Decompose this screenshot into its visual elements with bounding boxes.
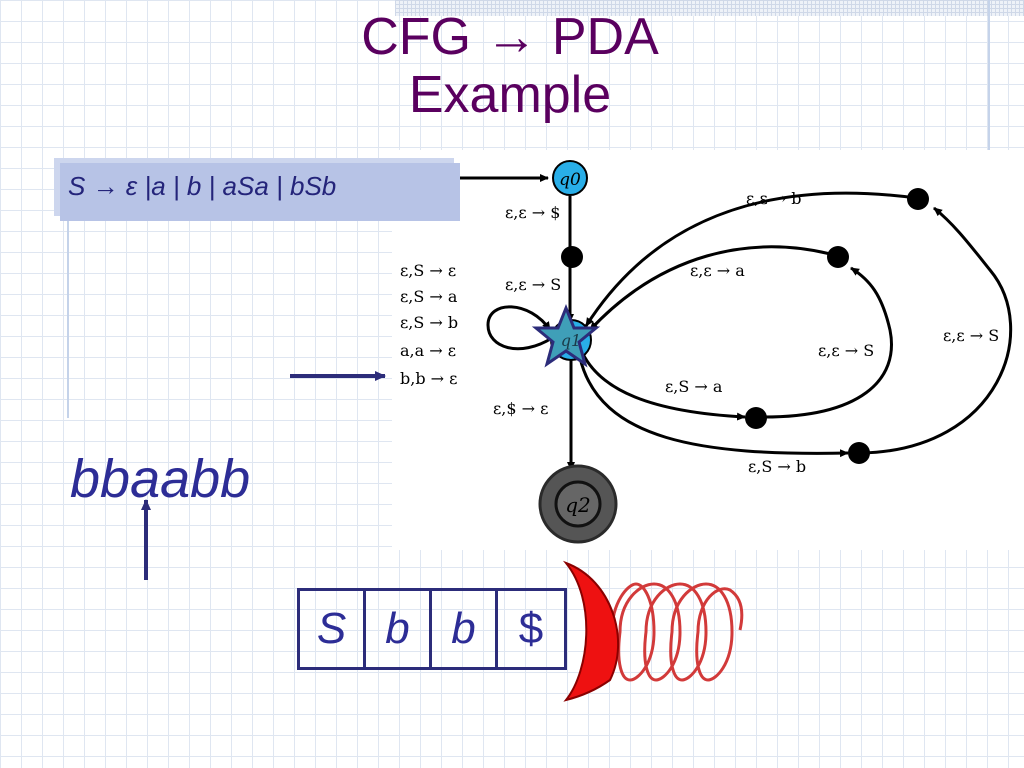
edge-q1-to-a1 — [580, 351, 746, 421]
node-b2 — [907, 188, 929, 210]
pda-stack: S b b $ — [297, 588, 567, 670]
title-line-1: CFG → PDA — [361, 8, 659, 66]
edge-q1-to-b1 — [578, 357, 849, 458]
label-push-S: ε,ε → S — [505, 275, 561, 294]
label-bsb-3: ε,ε → b — [746, 189, 801, 208]
state-q1-label: q1 — [561, 331, 581, 350]
intermediate-nodes — [561, 188, 929, 464]
label-bsb-2: ε,ε → S — [943, 326, 999, 345]
state-q2: q2 — [538, 464, 618, 544]
title-line-2: Example — [408, 66, 612, 124]
node-mid — [561, 246, 583, 268]
state-q2-label: q2 — [565, 493, 591, 517]
pda-edges — [460, 174, 1013, 471]
transition-labels: ε,ε → $ ε,ε → S ε,S → ε ε,S → a ε,S → b … — [400, 189, 999, 476]
label-push-dollar: ε,ε → $ — [505, 203, 560, 222]
stack-cell: b — [366, 591, 432, 667]
stack-cell: $ — [518, 604, 544, 653]
grammar-box: S → ε |a | b | aSa | bSb — [60, 163, 460, 221]
label-loop-1: ε,S → ε — [400, 261, 456, 280]
edge-a2-to-q1 — [588, 245, 839, 332]
top-pattern-band — [395, 0, 1024, 16]
input-word: bbaabb — [70, 449, 251, 509]
stack-cell: b — [432, 591, 498, 667]
state-q0: q0 — [552, 160, 588, 196]
stack-piston — [562, 560, 619, 702]
edge-b2-to-q1 — [584, 191, 917, 327]
edge-b1-to-b2 — [861, 206, 1013, 455]
label-bsb-1: ε,S → b — [748, 457, 806, 476]
slide-title: CFG → PDA Example — [250, 8, 770, 124]
right-rule-line — [988, 0, 990, 152]
node-a1 — [745, 407, 767, 429]
star-icon — [531, 303, 601, 368]
node-a2 — [827, 246, 849, 268]
edge-q1-self-loop — [486, 305, 553, 351]
stack-cell: S — [300, 591, 366, 667]
spring-coil — [610, 582, 744, 682]
label-loop-4: a,a → ε — [400, 341, 456, 360]
label-asa-1: ε,S → a — [665, 377, 723, 396]
label-asa-3: ε,ε → a — [690, 261, 745, 280]
left-rule-line — [67, 160, 69, 418]
label-asa-2: ε,ε → S — [818, 341, 874, 360]
label-loop-2: ε,S → a — [400, 287, 458, 306]
state-q0-label: q0 — [559, 170, 581, 190]
edge-a1-to-a2 — [759, 266, 893, 419]
label-loop-5: b,b → ε — [400, 369, 457, 388]
label-loop-3: ε,S → b — [400, 313, 458, 332]
node-b1 — [848, 442, 870, 464]
diagram-background — [392, 150, 1024, 550]
state-q1: q1 — [531, 303, 601, 368]
grammar-rule: S → ε |a | b | aSa | bSb — [68, 171, 337, 201]
label-pop-dollar: ε,$ → ε — [493, 399, 548, 418]
